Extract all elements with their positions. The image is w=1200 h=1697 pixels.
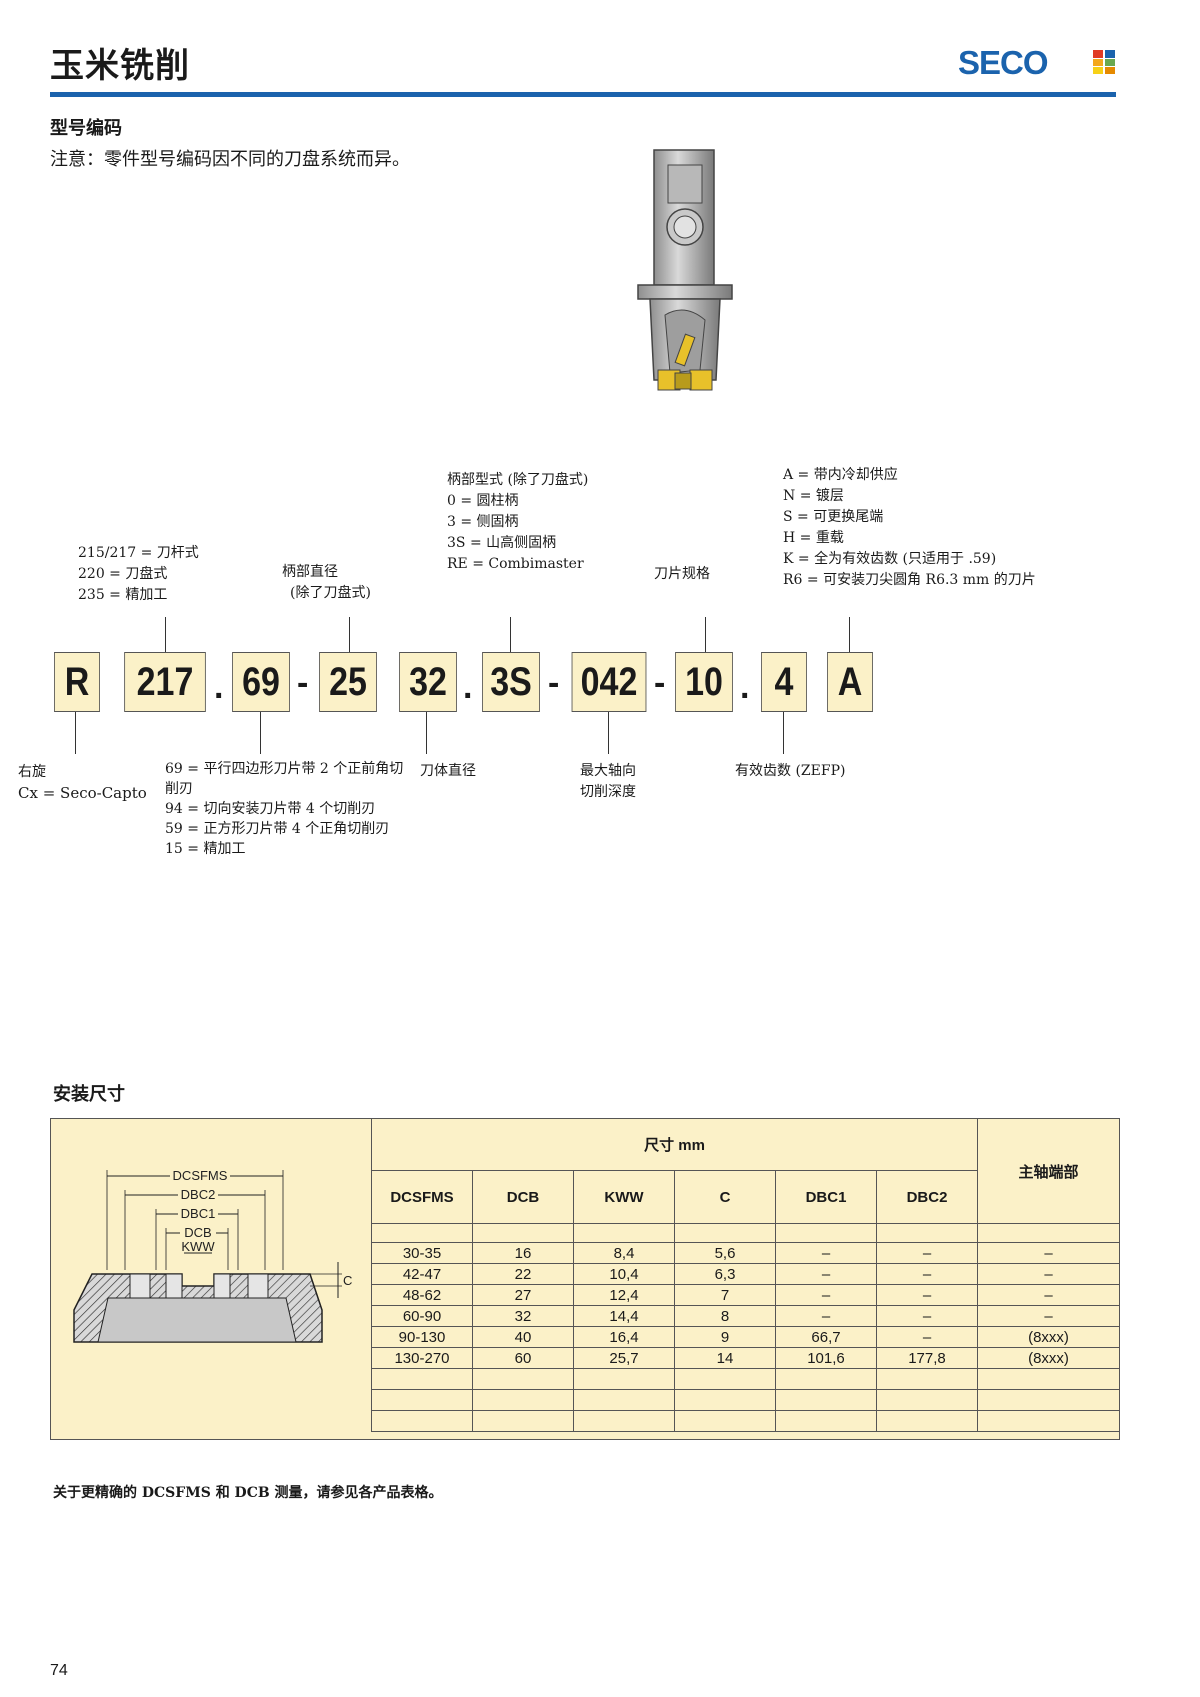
table-header-dcb: DCB	[472, 1170, 574, 1224]
code-sep-3: .	[463, 668, 473, 706]
dim-label-dcb: DCB	[184, 1225, 211, 1240]
dim-label-c: C	[343, 1273, 352, 1288]
page-number: 74	[50, 1662, 68, 1679]
label-insert-type: 69 = 平行四边形刀片带 2 个正前角切 削刃 94 = 切向安装刀片带 4 …	[165, 761, 404, 857]
seco-logo: SECO	[958, 44, 1049, 81]
label-insert-size: 刀片规格	[654, 566, 710, 582]
leader-shank-diameter	[349, 617, 350, 652]
leader-hand	[75, 712, 76, 754]
label-body-diameter: 刀体直径	[420, 763, 476, 779]
leader-body-diameter	[426, 712, 427, 754]
section-title-code: 型号编码	[50, 118, 122, 139]
code-sep-4: -	[548, 664, 560, 702]
table-header-dbc1: DBC1	[775, 1170, 877, 1224]
table-row-blank	[371, 1389, 1120, 1411]
code-box-hand: R	[54, 652, 100, 712]
footnote: 关于更精确的 DCSFMS 和 DCB 测量，请参见各产品表格。	[53, 1485, 443, 1501]
table-header-c: C	[674, 1170, 776, 1224]
code-sep-5: -	[654, 664, 666, 702]
code-sep-2: -	[297, 664, 309, 702]
table-header-spindle: 主轴端部	[977, 1118, 1120, 1224]
table-row-blank	[371, 1223, 1120, 1243]
dim-label-dcsfms: DCSFMS	[173, 1168, 228, 1183]
seco-logo-icon	[1093, 50, 1115, 74]
leader-options	[849, 617, 850, 652]
code-box-options: A	[827, 652, 873, 712]
page-title: 玉米铣削	[50, 46, 190, 86]
label-max-depth: 最大轴向 切削深度	[580, 763, 636, 800]
mounting-dimensions-table: 尺寸 mm 主轴端部 DCSFMS DCB KWW C DBC1 DBC2 30…	[371, 1118, 1120, 1432]
mounting-diagram: DCSFMS DBC2 DBC1 DCB KWW C	[73, 1168, 352, 1343]
table-header-row: DCSFMS DCB KWW C DBC1 DBC2	[371, 1170, 1120, 1224]
table-row-blank	[371, 1368, 1120, 1390]
dim-label-dbc1: DBC1	[181, 1206, 216, 1221]
dim-label-kww: KWW	[181, 1239, 215, 1254]
leader-insert-type	[260, 712, 261, 754]
code-box-insert-size: 10	[675, 652, 733, 712]
table-row-blank	[371, 1410, 1120, 1432]
label-shank-type: 柄部型式 (除了刀盘式) 0 = 圆柱柄 3 = 侧固柄 3S = 山高侧固柄 …	[447, 472, 589, 572]
table-header-dbc2: DBC2	[876, 1170, 978, 1224]
label-series: 215/217 = 刀杆式 220 = 刀盘式 235 = 精加工	[78, 545, 199, 603]
code-box-eff-teeth: 4	[761, 652, 807, 712]
section-note: 注意：零件型号编码因不同的刀盘系统而异。	[50, 149, 410, 170]
label-eff-teeth: 有效齿数 (ZEFP)	[735, 763, 846, 779]
code-sep-6: .	[740, 668, 750, 706]
leader-insert-size	[705, 617, 706, 652]
table-group-header: 尺寸 mm	[371, 1118, 978, 1171]
leader-shank-type	[510, 617, 511, 652]
leader-max-depth	[608, 712, 609, 754]
code-box-body-diameter: 32	[399, 652, 457, 712]
label-shank-diameter: 柄部直径 (除了刀盘式)	[282, 564, 371, 601]
table-header-kww: KWW	[573, 1170, 675, 1224]
leader-eff-teeth	[783, 712, 784, 754]
label-hand: 右旋 Cx = Seco-Capto	[18, 764, 147, 802]
leader-series	[165, 617, 166, 652]
code-box-shank-type: 3S	[482, 652, 540, 712]
code-box-max-depth: 042	[571, 652, 647, 712]
code-box-shank-diameter: 25	[319, 652, 377, 712]
milling-cutter-illustration	[637, 149, 733, 391]
section-title-mounting: 安装尺寸	[53, 1084, 125, 1105]
label-options: A = 带内冷却供应 N = 镀层 S = 可更换尾端 H = 重载 K = 全…	[783, 467, 1036, 588]
dim-label-dbc2: DBC2	[181, 1187, 216, 1202]
code-box-series: 217	[124, 652, 206, 712]
code-box-insert-type: 69	[232, 652, 290, 712]
header-rule	[50, 92, 1116, 97]
table-header-dcsfms: DCSFMS	[371, 1170, 473, 1224]
code-sep-1: .	[214, 668, 224, 706]
